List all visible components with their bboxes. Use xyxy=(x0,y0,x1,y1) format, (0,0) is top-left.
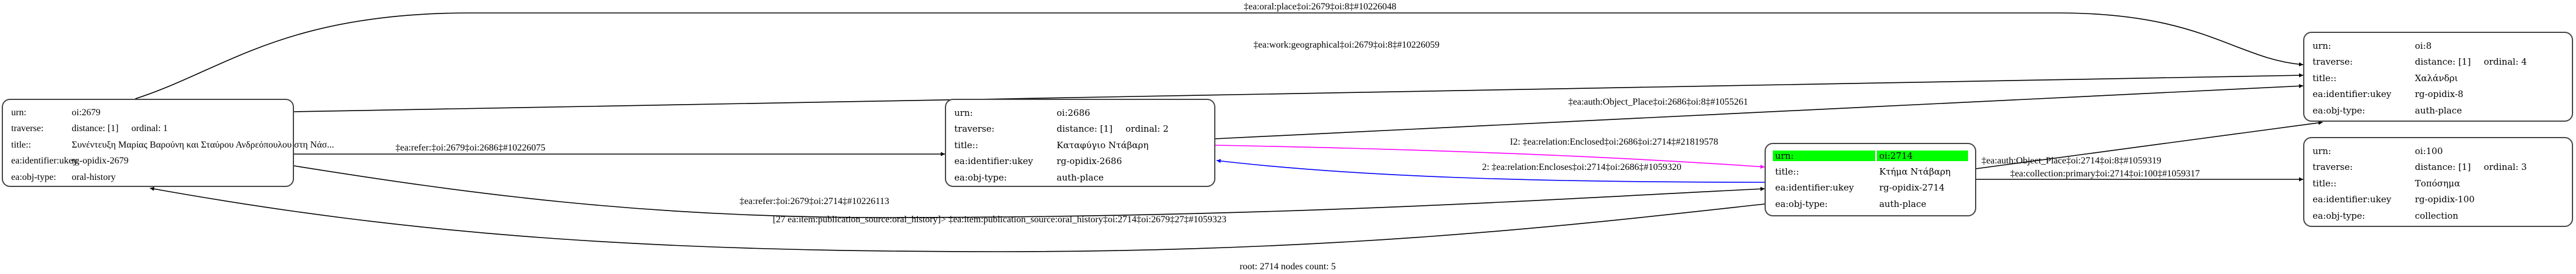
edge-label-work-geographical: ‡ea:work:geographical‡oi:2679‡oi:8‡#1022… xyxy=(1254,40,1439,50)
edge-work-geographical xyxy=(293,73,2304,112)
urn-label: urn: xyxy=(2313,40,2331,51)
ukey-label: ea:identifier:ukey xyxy=(2313,89,2391,100)
distance-value: distance: [1] xyxy=(72,123,119,134)
node-oi-100[interactable]: urn: oi:100 traverse: distance: [1] ordinal… xyxy=(2303,137,2573,227)
edge-label-auth-2686-8: ‡ea:auth:Object_Place‡oi:2686‡oi:8‡#1055… xyxy=(1568,97,1748,107)
ordinal-value: ordinal: 3 xyxy=(2484,162,2527,173)
node-oi-2686[interactable]: urn: oi:2686 traverse: distance: [1] ordina… xyxy=(945,99,1215,187)
urn-label: urn: xyxy=(1773,151,1875,161)
title-label: title:: xyxy=(2313,72,2337,83)
type-label: ea:obj-type: xyxy=(11,172,56,182)
ukey-value: rg-opidix-100 xyxy=(2415,194,2475,205)
urn-value: oi:8 xyxy=(2415,40,2432,51)
urn-value: oi:100 xyxy=(2415,145,2443,156)
title-label: title:: xyxy=(2313,178,2337,189)
edge-label-auth-2714-8: ‡ea:auth:Object_Place‡oi:2714‡oi:8‡#1059… xyxy=(1982,156,2161,166)
edge-label-encloses: 2: ‡ea:relation:Encloses‡oi:2714‡oi:2686… xyxy=(1482,162,1681,172)
title-value: Συνέντευξη Μαρίας Βαρούνη και Σταύρου Αν… xyxy=(72,139,335,150)
title-value: Καταφύγιο Ντάβαρη xyxy=(1057,139,1149,151)
title-value: Χαλάνδρι xyxy=(2415,72,2458,83)
edge-oral-place xyxy=(135,12,2304,99)
ukey-label: ea:identifier:ukey xyxy=(2313,194,2391,205)
type-value: auth-place xyxy=(1879,198,1926,209)
ukey-label: ea:identifier:ukey xyxy=(954,156,1033,167)
urn-label: urn: xyxy=(11,107,26,118)
title-value: Κτήμα Ντάβαρη xyxy=(1879,166,1951,177)
ukey-label: ea:identifier:ukey xyxy=(11,156,78,166)
node-oi-2679[interactable]: urn: oi:2679 traverse: distance: [1] ordina… xyxy=(2,99,334,187)
edge-publication xyxy=(149,186,1765,252)
edge-label-collection: ‡ea:collection:primary‡oi:2714‡oi:100‡#1… xyxy=(2010,169,2200,179)
type-label: ea:obj-type: xyxy=(1775,198,1828,209)
edge-label-publication: [27 ea:item:publication_source:oral_hist… xyxy=(773,215,1227,225)
ukey-value: rg-opidix-2686 xyxy=(1057,156,1122,167)
traverse-label: traverse: xyxy=(11,123,44,134)
footer-status: root: 2714 nodes count: 5 xyxy=(1239,262,1336,272)
urn-label: urn: xyxy=(954,107,973,118)
edge-encloses xyxy=(1216,159,1765,183)
distance-value: distance: [1] xyxy=(1057,123,1113,135)
ukey-value: rg-opidix-2714 xyxy=(1879,182,1945,193)
type-value: auth-place xyxy=(1057,172,1104,183)
title-label: title:: xyxy=(954,139,978,151)
distance-value: distance: [1] xyxy=(2415,162,2471,173)
edge-auth-2714-8 xyxy=(1975,121,2323,169)
traverse-label: traverse: xyxy=(2313,56,2353,68)
distance-value: distance: [1] xyxy=(2415,56,2471,68)
edge-label-refer-2686: ‡ea:refer:‡oi:2679‡oi:2686‡#10226075 xyxy=(395,143,545,153)
title-label: title:: xyxy=(1775,166,1799,177)
ordinal-value: ordinal: 1 xyxy=(131,123,168,134)
edge-label-oral-place: ‡ea:oral:place‡oi:2679‡oi:8‡#10226048 xyxy=(1244,2,1396,12)
traverse-label: traverse: xyxy=(954,123,995,135)
edge-label-enclosed: I2: ‡ea:relation:Enclosed‡oi:2686‡oi:271… xyxy=(1510,137,1718,147)
ukey-value: rg-opidix-8 xyxy=(2415,89,2464,100)
title-value: Τοπόσημα xyxy=(2415,178,2461,189)
edge-enclosed xyxy=(1215,145,1765,169)
type-label: ea:obj-type: xyxy=(2313,105,2365,116)
type-label: ea:obj-type: xyxy=(2313,210,2365,221)
type-value: oral-history xyxy=(72,172,116,182)
urn-value: oi:2714 xyxy=(1877,151,1968,161)
ordinal-value: ordinal: 4 xyxy=(2484,56,2527,68)
traverse-label: traverse: xyxy=(2313,162,2353,173)
type-label: ea:obj-type: xyxy=(954,172,1007,183)
type-value: collection xyxy=(2415,210,2458,221)
type-value: auth-place xyxy=(2415,105,2462,116)
edge-auth-2686-8 xyxy=(1215,83,2304,139)
edge-refer-2714 xyxy=(293,165,1765,218)
urn-value: oi:2686 xyxy=(1057,107,1091,118)
ordinal-value: ordinal: 2 xyxy=(1125,123,1169,135)
ukey-label: ea:identifier:ukey xyxy=(1775,182,1854,193)
urn-label: urn: xyxy=(2313,145,2331,156)
node-oi-2714-root[interactable]: urn:oi:2714 title::Κτήμα Ντάβαρη ea:iden… xyxy=(1765,143,1976,216)
edge-label-refer-2714: ‡ea:refer:‡oi:2679‡oi:2714‡#10226113 xyxy=(740,196,889,206)
urn-value: oi:2679 xyxy=(72,107,101,118)
title-label: title:: xyxy=(11,139,31,150)
node-oi-8[interactable]: urn: oi:8 traverse: distance: [1] ordinal: … xyxy=(2303,32,2573,122)
ukey-value: rg-opidix-2679 xyxy=(72,156,129,166)
